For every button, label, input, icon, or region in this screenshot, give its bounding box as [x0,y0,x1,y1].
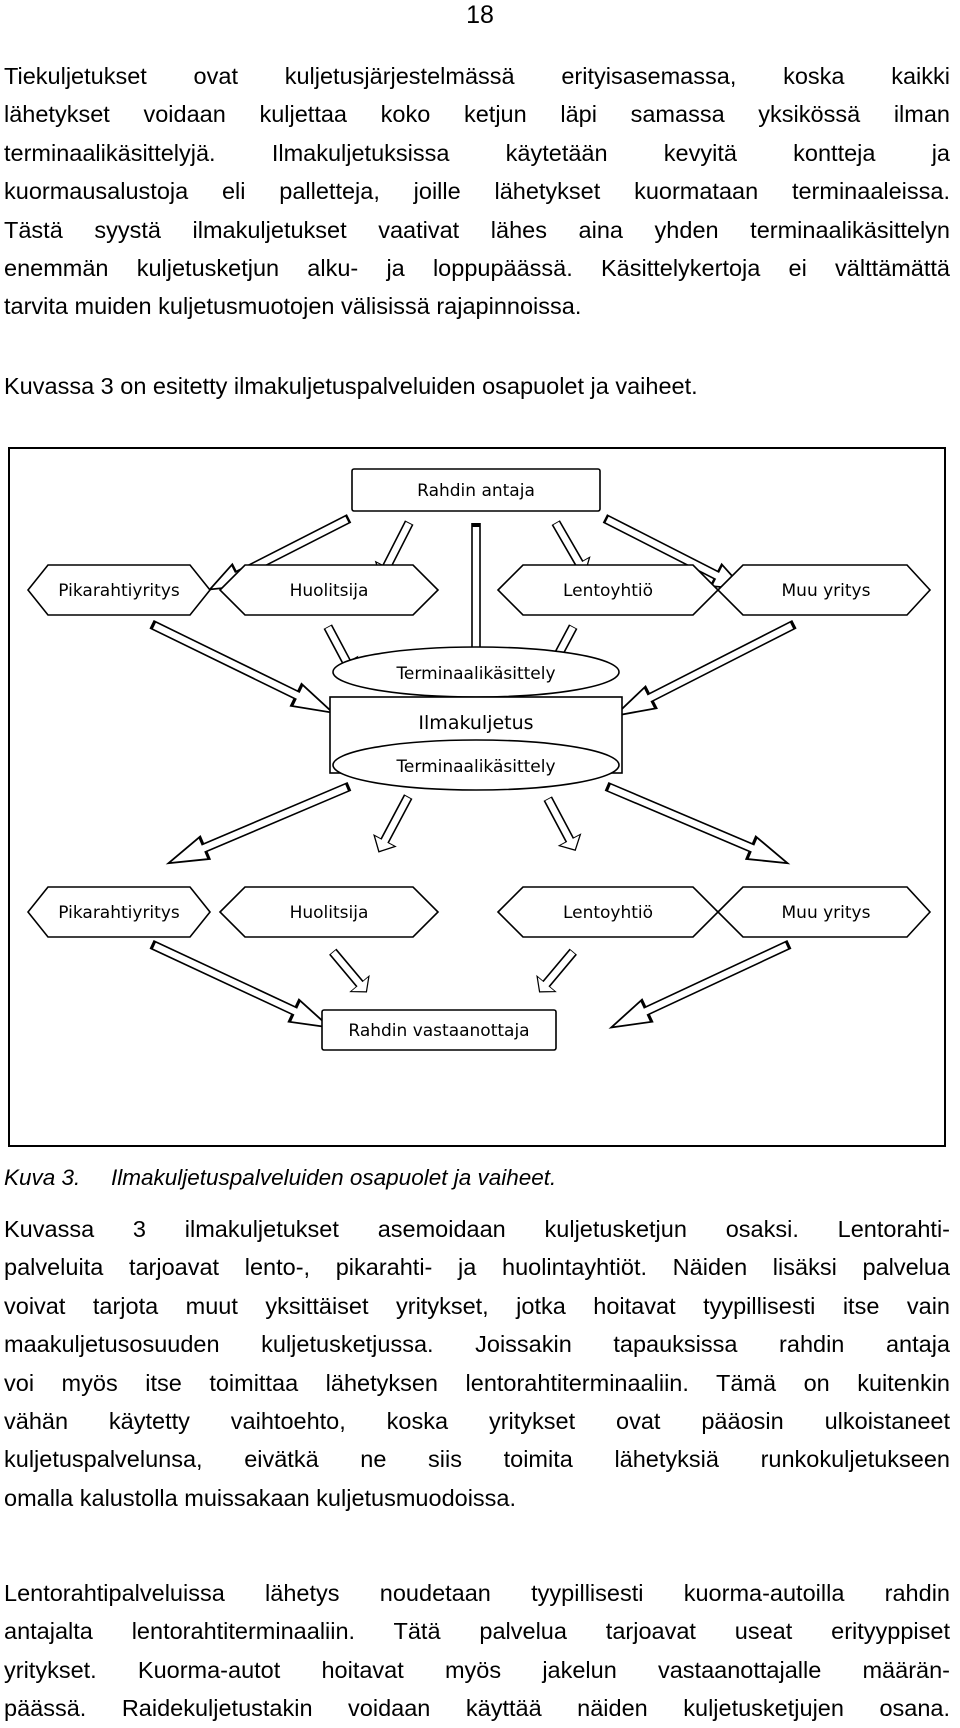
text-line: vähän käytetty vaihtoehto, koska yrityks… [4,1408,950,1435]
text-line: terminaalikäsittelyjä. Ilmakuljetuksissa… [4,139,950,166]
box-rahdin-antaja: Rahdin antaja [351,468,601,512]
box-rahdin-vastaanottaja: Rahdin vastaanottaja [321,1009,557,1051]
text-line: enemmän kuljetusketjun alku- ja loppupää… [4,255,950,282]
paragraph-figure-intro: Kuvassa 3 on esitetty ilmakuljetuspalvel… [4,367,950,405]
text-line: kuormausalustoja eli palletteja, joille … [4,178,950,205]
caption-number: Kuva 3. [4,1165,81,1190]
text-line: voi myös itse toimittaa lähetyksen lento… [4,1369,950,1396]
hex-huolitsija-2: Huolitsija [290,903,369,923]
hex-pikarahtiyritys-2: Pikarahtiyritys [58,903,180,923]
svg-text:Terminaalikäsittely: Terminaalikäsittely [395,757,555,777]
svg-text:Ilmakuljetus: Ilmakuljetus [418,712,533,734]
caption-text: Ilmakuljetuspalveluiden osapuolet ja vai… [111,1165,557,1190]
text-line: maakuljetusosuuden kuljetusketjussa. Joi… [4,1331,950,1358]
text-line: Kuvassa 3 on esitetty ilmakuljetuspalvel… [4,373,698,399]
hex-pikarahtiyritys-1: Pikarahtiyritys [58,581,180,601]
text-line: omalla kalustolla muissakaan kuljetusmuo… [4,1484,517,1511]
svg-text:Rahdin vastaanottaja: Rahdin vastaanottaja [348,1021,529,1041]
hex-muu-yritys-2: Muu yritys [782,903,871,923]
svg-text:Terminaalikäsittely: Terminaalikäsittely [395,664,555,684]
text-line: antajalta lentorahtiterminaaliin. Tätä p… [4,1618,950,1645]
text-line: voivat tarjota muut yksittäiset yritykse… [4,1292,950,1319]
text-line: yritykset. Kuorma-autot hoitavat myös ja… [4,1656,950,1683]
paragraph-discussion: Kuvassa 3 ilmakuljetukset asemoidaan kul… [4,1210,950,1517]
paragraph-intro: Tiekuljetukset ovat kuljetusjärjestelmäs… [4,57,950,326]
diagram-air-freight-parties: Rahdin antaja Pikarahtiyritys Huolitsija… [8,447,946,1147]
text-line: palveluita tarjoavat lento-, pikarahti- … [4,1254,950,1281]
hex-huolitsija-1: Huolitsija [290,581,369,601]
text-line: Tiekuljetukset ovat kuljetusjärjestelmäs… [4,63,950,89]
hex-muu-yritys-1: Muu yritys [782,581,871,601]
text-line: Tästä syystä ilmakuljetukset vaativat lä… [4,216,950,243]
row2-hexagons: Pikarahtiyritys Huolitsija Lentoyhtiö Mu… [26,886,932,938]
text-line: Kuvassa 3 ilmakuljetukset asemoidaan kul… [4,1216,950,1242]
paragraph-services: Lentorahtipalveluissa lähetys noudetaan … [4,1574,950,1728]
hex-lentoyhtio-2: Lentoyhtiö [563,903,653,923]
row1-hexagons: Pikarahtiyritys Huolitsija Lentoyhtiö Mu… [26,564,932,616]
text-line: Lentorahtipalveluissa lähetys noudetaan … [4,1580,950,1606]
ellipse-terminaalikasittely-bottom: Terminaalikäsittely [332,739,620,791]
page-number: 18 [466,1,494,29]
text-line: kuljetuspalvelunsa, eivätkä ne siis toim… [4,1446,950,1473]
hex-lentoyhtio-1: Lentoyhtiö [563,581,653,601]
text-line: päässä. Raidekuljetustakin voidaan käytt… [4,1695,950,1722]
text-line: tarvita muiden kuljetusmuotojen välisiss… [4,293,582,320]
svg-text:Rahdin antaja: Rahdin antaja [417,481,535,501]
figure-caption: Kuva 3. Ilmakuljetuspalveluiden osapuolet… [4,1163,556,1193]
ellipse-terminaalikasittely-top: Terminaalikäsittely [332,646,620,698]
text-line: lähetykset voidaan kuljettaa koko ketjun… [4,101,950,128]
